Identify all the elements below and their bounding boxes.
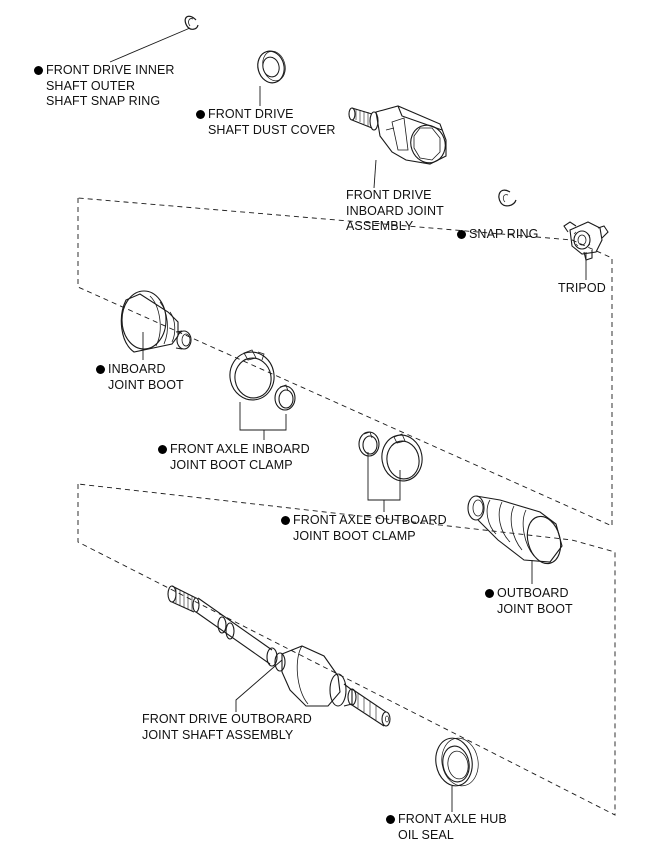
outboard-clamp-part	[358, 431, 423, 482]
bullet-icon	[457, 229, 466, 239]
bullet-icon	[281, 515, 290, 525]
inboard-group-outline	[77, 197, 613, 527]
outboard-shaft-part	[167, 585, 391, 727]
bullet-icon	[485, 588, 494, 598]
inner-shaft-snap-ring-part	[184, 15, 199, 30]
inboard-joint-assembly-part	[348, 105, 447, 165]
dust-cover-part	[257, 50, 286, 84]
hub-oil-seal-part	[435, 737, 479, 787]
label-dust-cover: FRONT DRIVE SHAFT DUST COVER	[196, 107, 336, 138]
label-snap-ring: SNAP RING	[457, 227, 538, 243]
outboard-boot-part	[467, 495, 563, 565]
label-tripod: TRIPOD	[558, 281, 606, 295]
snap-ring-part	[498, 189, 517, 207]
label-outboard-shaft: FRONT DRIVE OUTBORARD JOINT SHAFT ASSEMB…	[142, 712, 312, 742]
bullet-icon	[386, 814, 395, 824]
outboard-group-outline	[77, 483, 616, 816]
label-outboard-boot: OUTBOARD JOINT BOOT	[485, 586, 573, 617]
label-outboard-clamp: FRONT AXLE OUTBOARD JOINT BOOT CLAMP	[281, 513, 447, 544]
bullet-icon	[158, 444, 167, 454]
bullet-icon	[34, 65, 43, 75]
label-inboard-joint-assembly: FRONT DRIVE INBOARD JOINT ASSEMBLY	[346, 188, 444, 233]
label-inboard-boot: INBOARD JOINT BOOT	[96, 362, 184, 393]
tripod-part	[563, 221, 609, 261]
inboard-clamp-part	[229, 349, 296, 411]
leader-lines	[109, 27, 587, 812]
label-inner-shaft-snap-ring: FRONT DRIVE INNER SHAFT OUTER SHAFT SNAP…	[34, 63, 175, 110]
bullet-icon	[196, 109, 205, 119]
label-inboard-clamp: FRONT AXLE INBOARD JOINT BOOT CLAMP	[158, 442, 310, 473]
inboard-boot-part	[120, 290, 192, 353]
label-hub-oil-seal: FRONT AXLE HUB OIL SEAL	[386, 812, 507, 843]
bullet-icon	[96, 364, 105, 374]
